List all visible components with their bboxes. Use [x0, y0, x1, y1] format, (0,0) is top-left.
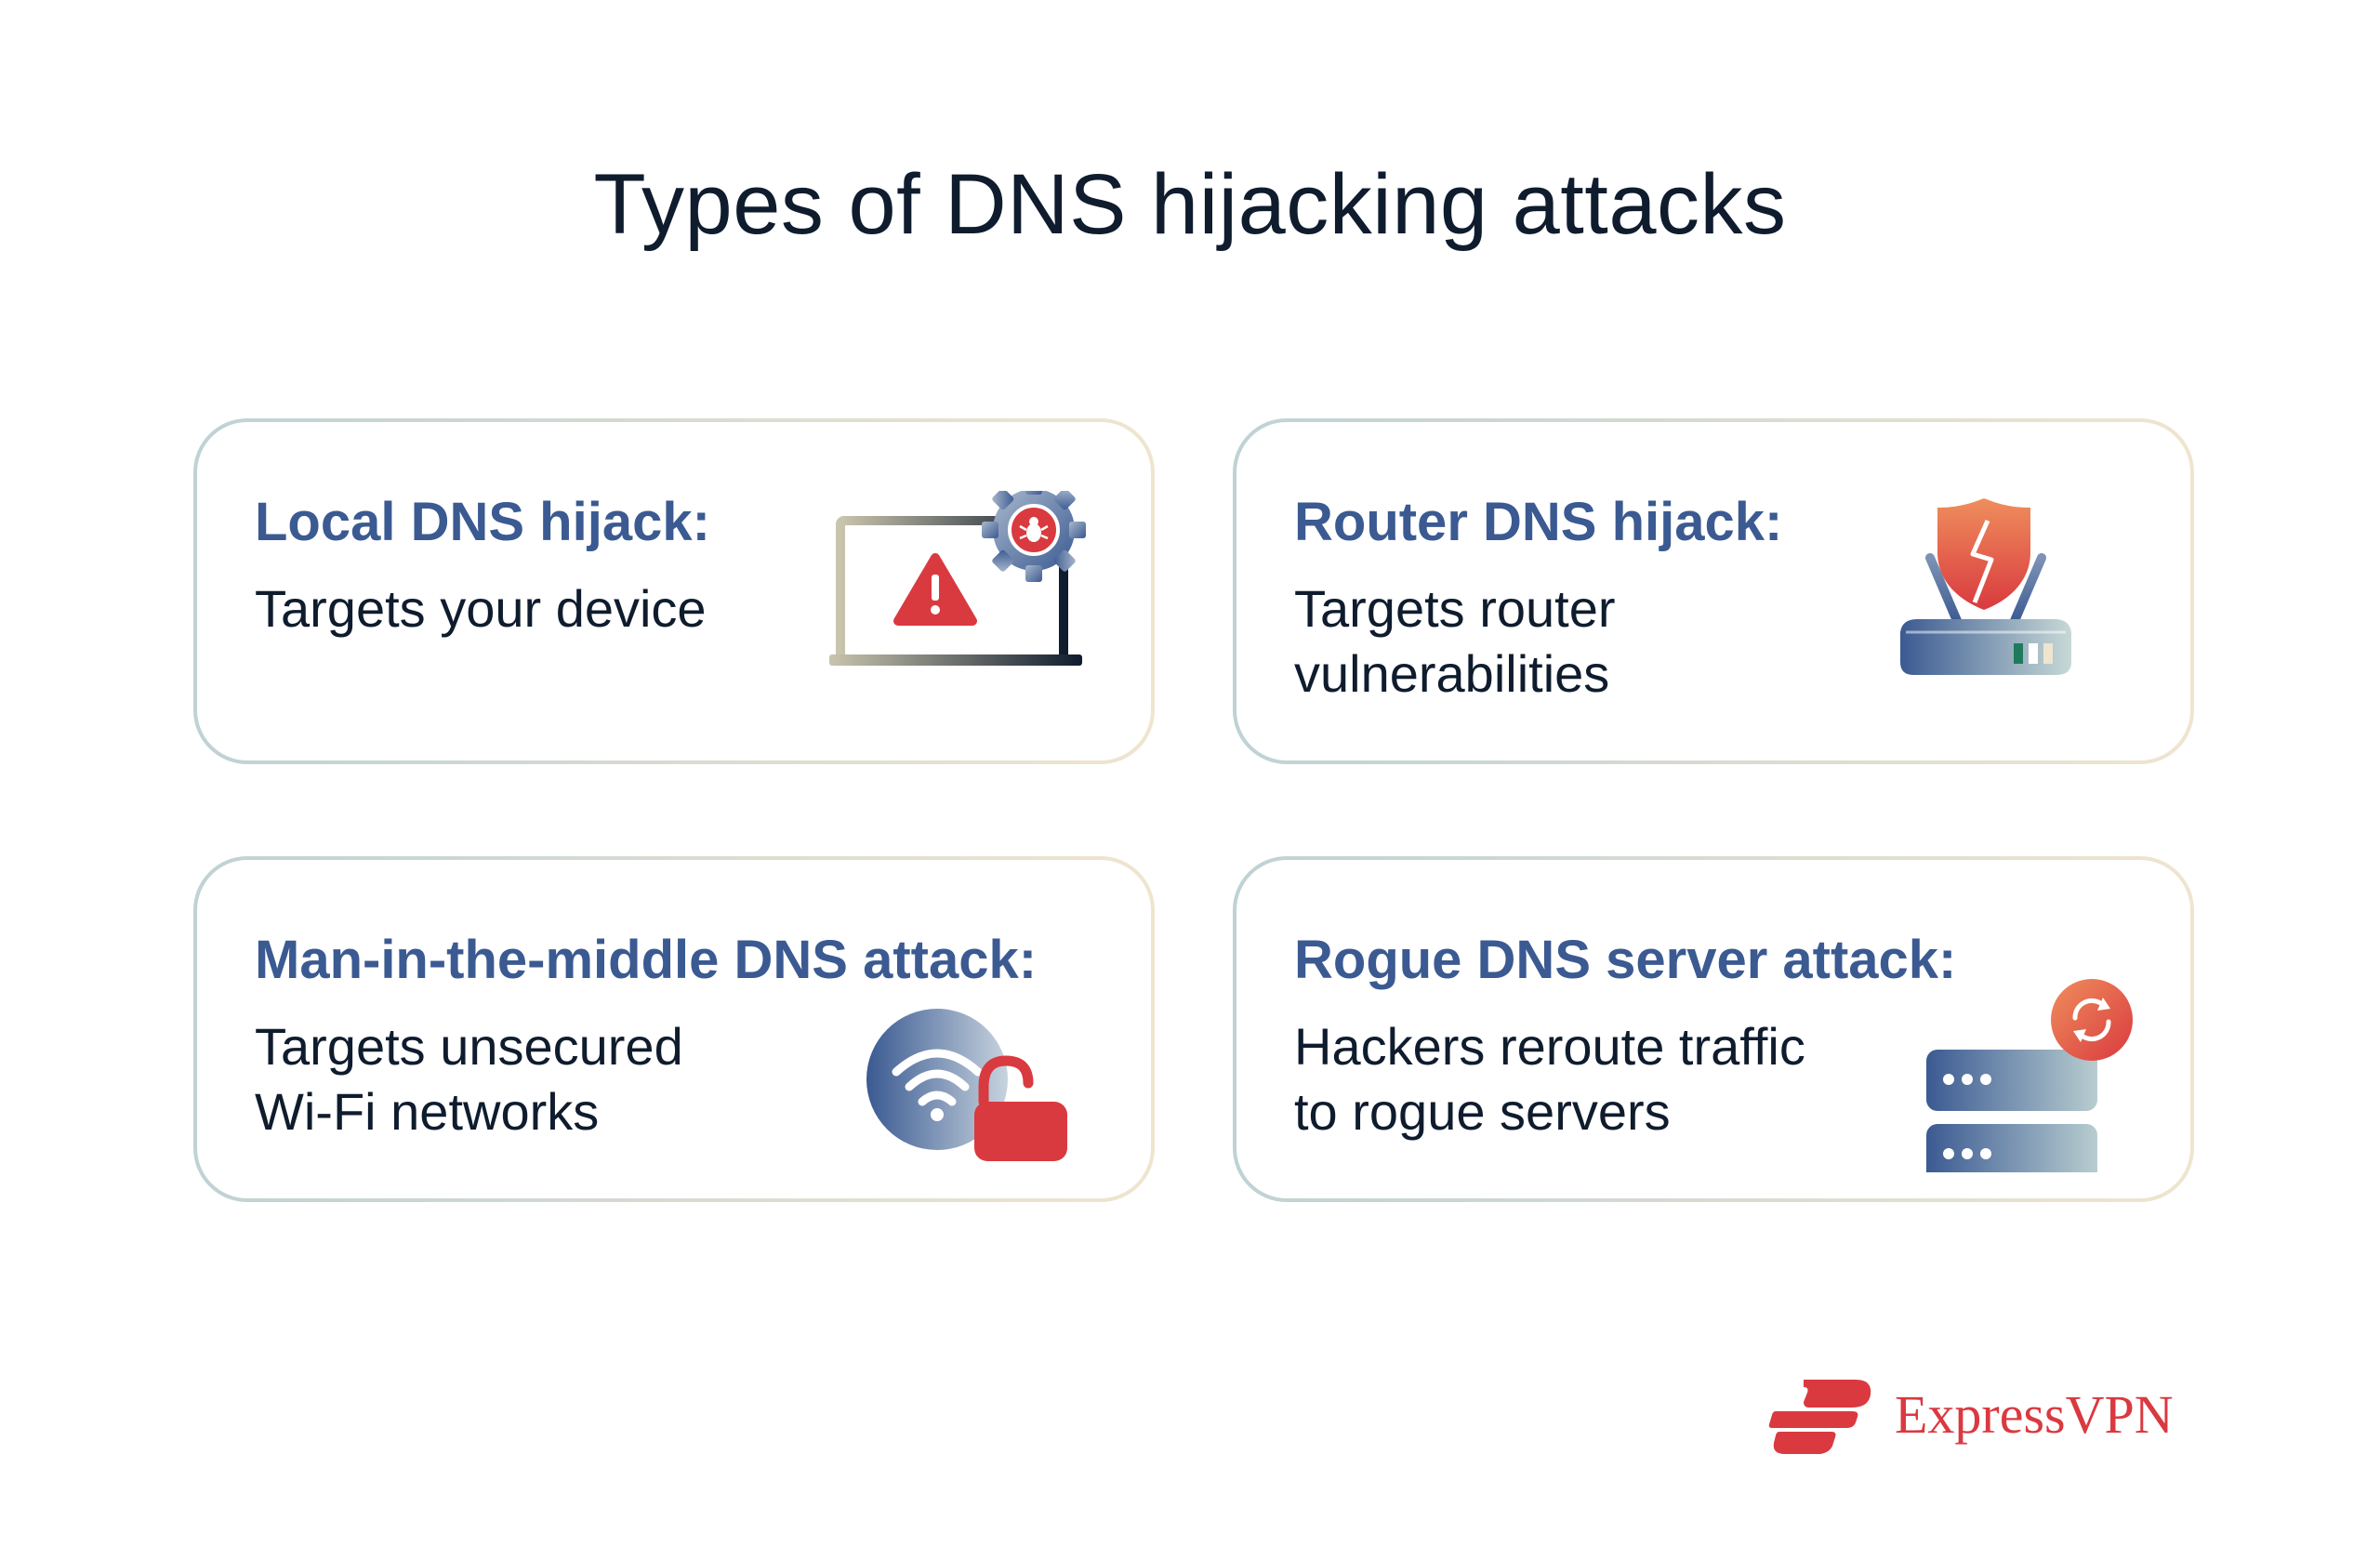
card-description-line: Targets your device	[255, 579, 707, 638]
card-heading: Rogue DNS server attack:	[1294, 930, 1957, 990]
server-reroute-icon	[1926, 979, 2133, 1172]
card-description-line: to rogue servers	[1294, 1082, 1671, 1141]
brand-name: ExpressVPN	[1895, 1384, 2174, 1445]
card-rogue-dns-server-attack: Rogue DNS server attack: Hackers reroute…	[1233, 856, 2194, 1202]
laptop-warning-bug-icon	[829, 491, 1086, 666]
card-description: Hackers reroute traffic to rogue servers	[1294, 1014, 1889, 1144]
router-broken-shield-icon	[1900, 498, 2071, 675]
expressvpn-logo-icon	[1768, 1380, 1871, 1454]
card-heading: Router DNS hijack:	[1294, 492, 1783, 552]
card-description-line: Wi-Fi networks	[255, 1082, 600, 1141]
card-mitm-dns-attack: Man-in-the-middle DNS attack: Targets un…	[193, 856, 1155, 1202]
page-title: Types of DNS hijacking attacks	[593, 157, 1787, 252]
card-description-line: Targets router	[1294, 579, 1616, 638]
card-description: Targets your device	[255, 576, 850, 641]
card-heading: Man-in-the-middle DNS attack:	[255, 930, 1038, 990]
wifi-unlocked-padlock-icon	[866, 1009, 1067, 1161]
card-heading: Local DNS hijack:	[255, 492, 710, 552]
card-description-line: vulnerabilities	[1294, 644, 1610, 703]
card-router-dns-hijack: Router DNS hijack: Targets router vulner…	[1233, 418, 2194, 764]
card-description: Targets unsecured Wi-Fi networks	[255, 1014, 850, 1144]
card-local-dns-hijack: Local DNS hijack: Targets your device	[193, 418, 1155, 764]
card-description-line: Hackers reroute traffic	[1294, 1017, 1805, 1076]
card-description: Targets router vulnerabilities	[1294, 576, 1889, 707]
brand-logo: ExpressVPN	[1766, 1374, 2194, 1458]
card-description-line: Targets unsecured	[255, 1017, 683, 1076]
